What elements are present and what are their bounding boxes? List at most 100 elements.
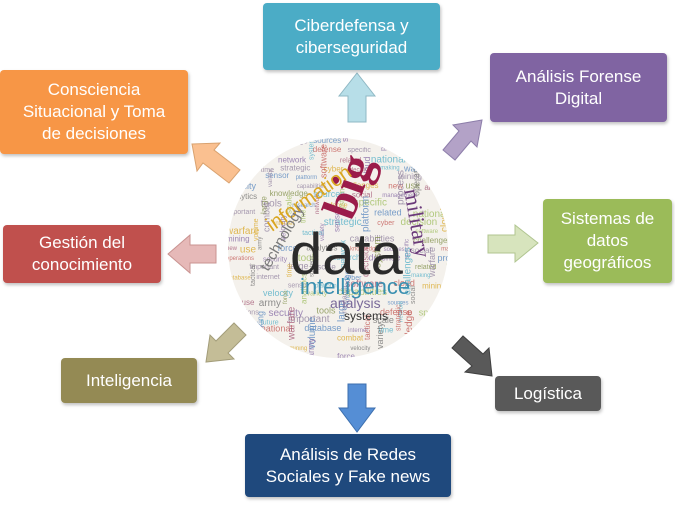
cloud-filler-word: mining <box>422 281 446 290</box>
cloud-filler-word: process <box>395 170 406 205</box>
node-sistemas-geograficos: Sistemas de datos geográficos <box>543 199 672 283</box>
cloud-filler-word: large <box>336 299 347 322</box>
cloud-filler-word: defense <box>380 307 412 317</box>
cloud-filler-word: velocity <box>278 214 287 241</box>
cloud-filler-word: variety <box>268 169 274 187</box>
cloud-filler-word: combat <box>337 333 364 342</box>
cloud-filler-word: national <box>413 209 448 220</box>
cloud-filler-word: tactical <box>250 264 257 286</box>
cloud-filler-word: related <box>415 264 437 271</box>
cloud-filler-word: cloud <box>362 156 372 178</box>
cloud-filler-word: related <box>340 157 362 164</box>
cloud-filler-word: operations <box>412 153 422 196</box>
cloud-filler-word: use <box>242 298 255 307</box>
cloud-filler-word: tactical <box>363 315 372 340</box>
cloud-filler-word: force <box>337 352 355 361</box>
cloud-filler-word: strategic <box>324 217 362 228</box>
node-ciberdefensa: Ciberdefensa y ciberseguridad <box>263 3 440 70</box>
cloud-filler-word: scale <box>284 195 293 214</box>
cloud-filler-word: security <box>269 308 303 319</box>
arrow-to-logistica <box>451 335 493 377</box>
cloud-filler-word: making <box>255 311 265 340</box>
cloud-filler-word: sources <box>388 301 409 307</box>
cloud-filler-word: velocity <box>350 346 370 352</box>
cloud-filler-word: research <box>342 286 349 313</box>
cloud-filler-word: analytics <box>226 192 257 201</box>
cloud-filler-word: army <box>306 338 316 358</box>
cloud-filler-word: use <box>406 180 421 190</box>
cloud-filler-word: velocity <box>263 288 294 298</box>
cloud-filler-word: database <box>226 275 251 281</box>
cloud-filler-word: challenges <box>340 181 378 190</box>
cloud-filler-word: process <box>438 253 470 263</box>
cloud-filler-word: volume <box>307 316 318 349</box>
cloud-filler-word: defense <box>369 252 401 262</box>
cloud-filler-word: network <box>338 239 347 268</box>
cloud-filler-word: strategic <box>280 163 310 172</box>
arrow-up-to-ciberdefensa <box>337 72 377 123</box>
cloud-filler-word: specific <box>354 198 387 209</box>
cloud-filler-word: future <box>261 320 279 327</box>
cloud-filler-word: time <box>286 264 293 277</box>
cloud-filler-word: time <box>300 210 307 223</box>
cloud-filler-word: challenges <box>413 236 451 245</box>
cloud-filler-word: cyber <box>377 220 395 227</box>
cloud-filler-word: sensor <box>265 171 289 180</box>
cloud-filler-word: sources <box>313 136 341 145</box>
node-gestion-conocimiento: Gestión del conocimiento <box>3 225 161 283</box>
cloud-filler-word: tactical <box>302 230 324 237</box>
cloud-filler-word: operations <box>226 256 254 262</box>
cloud-filler-word: important <box>288 314 330 325</box>
cloud-filler-word: management <box>441 246 476 252</box>
node-gestion-conocimiento-label: Gestión del conocimiento <box>31 233 133 274</box>
cloud-filler-word: analytics <box>300 273 309 304</box>
cloud-filler-word: decision <box>350 167 372 173</box>
cloud-filler-word: related <box>374 207 402 217</box>
node-inteligencia-label: Inteligencia <box>85 370 172 390</box>
cloud-filler-word: system <box>338 188 347 214</box>
cloud-filler-word: important <box>250 264 279 271</box>
cloud-filler-word: database <box>304 323 341 333</box>
cloud-filler-word: defense <box>313 145 342 154</box>
cloud-word-data: data <box>290 222 404 287</box>
cloud-filler-word: strategic <box>395 304 402 331</box>
cloud-filler-word: capabilities <box>350 233 395 243</box>
arrow-to-consciencia <box>191 142 241 184</box>
cloud-filler-word: specific <box>405 239 411 259</box>
cloud-filler-word: large <box>288 261 308 271</box>
cloud-filler-word: combat <box>262 202 272 232</box>
cloud-word-intelligence: intelligence <box>300 274 410 299</box>
node-analisis-forense: Análisis Forense Digital <box>490 53 667 122</box>
cloud-filler-word: scale <box>317 263 336 272</box>
cloud-filler-word: mining <box>290 346 308 352</box>
cloud-filler-word: time <box>378 326 394 335</box>
node-consciencia-situacional: Consciencia Situacional y Toma de decisi… <box>0 70 188 154</box>
cloud-filler-word: internet <box>348 328 368 334</box>
cloud-filler-word: important <box>226 209 255 216</box>
cloud-filler-word: social <box>411 246 432 255</box>
cloud-filler-word: social <box>410 286 417 304</box>
arrow-to-gestion <box>167 233 217 275</box>
cloud-filler-word: future <box>223 252 229 268</box>
cloud-filler-word: sensor <box>288 282 310 289</box>
node-sistemas-geograficos-label: Sistemas de datos geográficos <box>560 209 655 272</box>
cloud-filler-word: national <box>261 323 293 333</box>
word-cloud-background <box>228 138 448 358</box>
cloud-filler-word: variety <box>320 223 326 241</box>
cloud-filler-word: management <box>382 193 417 199</box>
cloud-filler-word: use <box>240 244 257 255</box>
cloud-filler-word: cyber <box>324 165 344 174</box>
cloud-filler-word: national <box>371 155 406 166</box>
cloud-filler-word: platform <box>296 175 318 181</box>
node-logistica: Logística <box>495 376 601 411</box>
cloud-filler-word: variety <box>307 291 328 298</box>
cloud-filler-word: army <box>259 298 281 309</box>
cloud-filler-word: warfare <box>287 306 298 341</box>
cloud-filler-word: software <box>415 229 438 235</box>
cloud-filler-word: strategic <box>310 254 316 277</box>
cloud-filler-word: capabilities <box>297 184 327 190</box>
arrow-to-inteligencia <box>205 322 247 363</box>
arrow-to-geograficos <box>487 223 539 264</box>
